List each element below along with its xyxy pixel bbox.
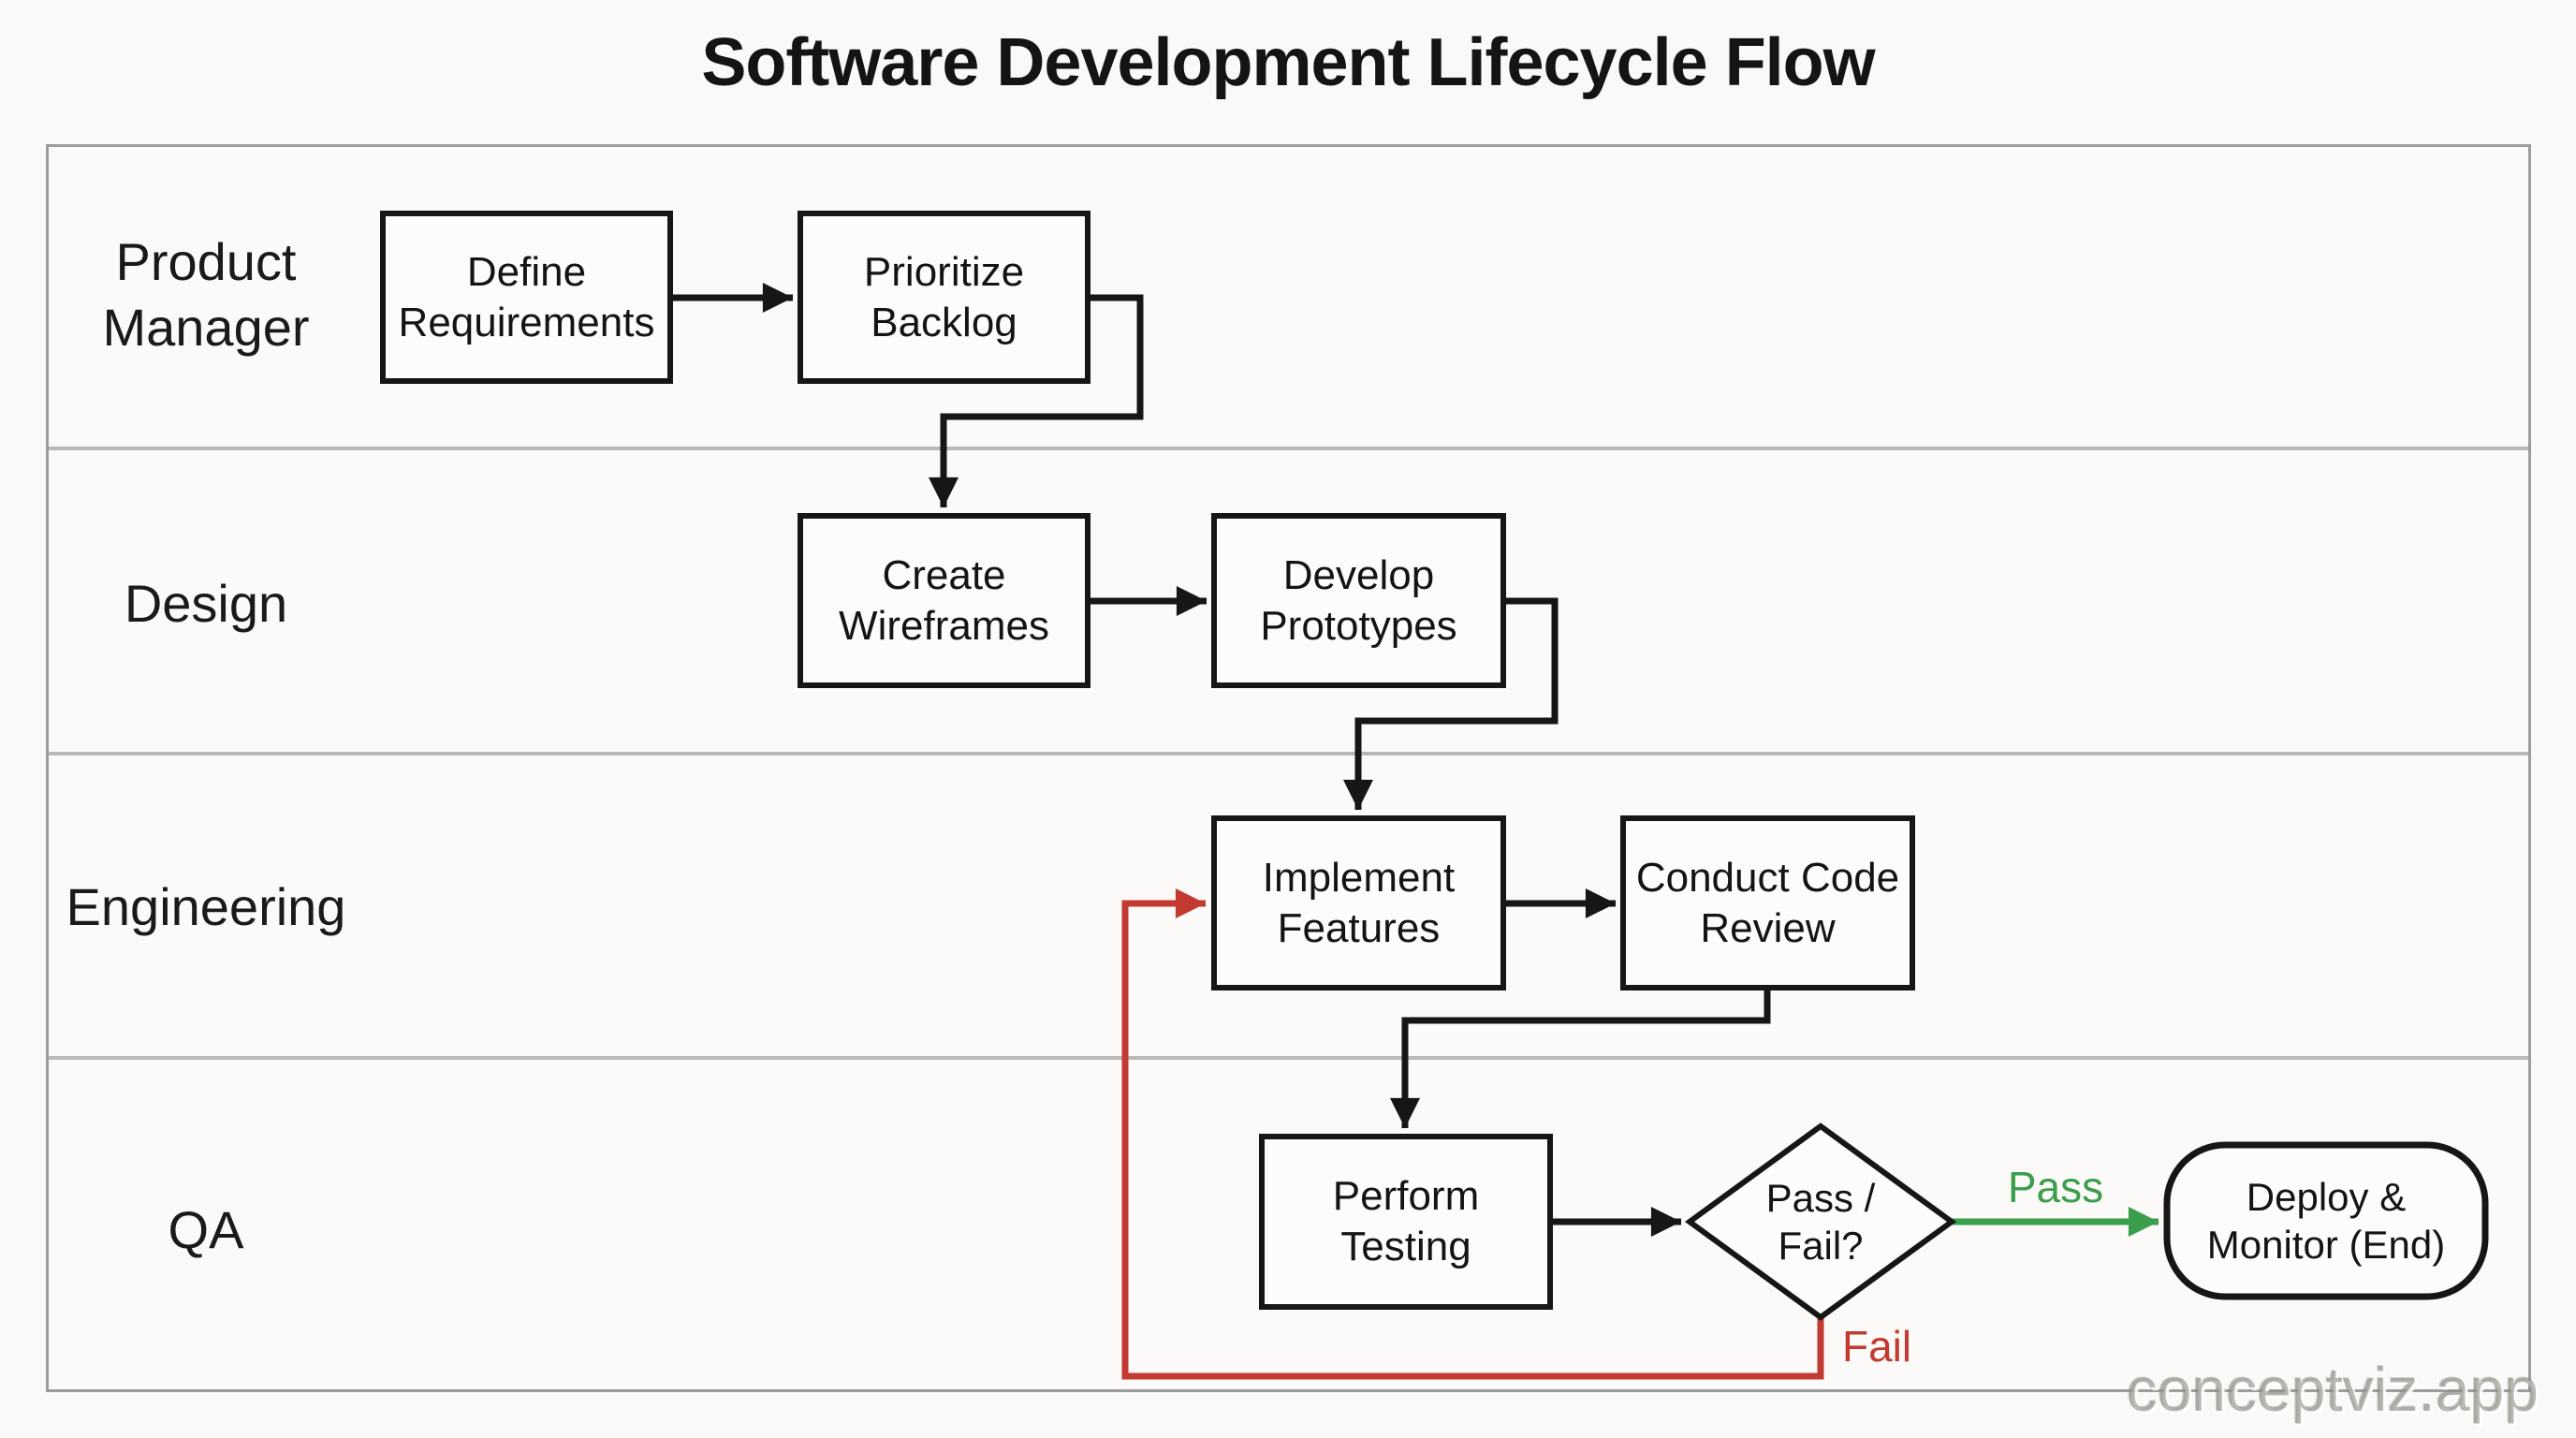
watermark: conceptviz.app — [2126, 1355, 2539, 1424]
node-implement-features-shape — [1211, 815, 1506, 990]
node-pass-fail-decision-label: Pass / Fail? — [1765, 1175, 1876, 1268]
lane-label-qa: QA — [168, 1200, 244, 1259]
node-perform-testing-shape — [1259, 1134, 1553, 1310]
lane-divider-2 — [49, 752, 2528, 756]
node-develop-prototypes-label: Develop Prototypes — [1260, 551, 1457, 649]
node-conduct-code-review-label: Conduct Code Review — [1635, 854, 1900, 951]
edge-label-fail: Fail — [1842, 1322, 1912, 1371]
edge-label-pass: Pass — [2007, 1163, 2104, 1211]
node-perform-testing-label: Perform Testing — [1332, 1173, 1480, 1269]
lane-label-engineering: Engineering — [66, 877, 346, 936]
node-pass-fail-decision-shape — [1684, 1123, 1957, 1321]
node-deploy-monitor-end-shape — [2163, 1141, 2489, 1300]
lane-label-product-manager: Product Manager — [102, 232, 310, 357]
node-deploy-monitor-end-label: Deploy & Monitor (End) — [2206, 1174, 2446, 1267]
edge-prioritize-to-wireframes — [928, 294, 1144, 507]
node-define-requirements-shape — [380, 211, 673, 384]
node-define-requirements-label: Define Requirements — [398, 248, 655, 345]
diagram-title: Software Development Lifecycle Flow — [701, 25, 1875, 100]
edge-fail-loop — [1121, 888, 1824, 1380]
edge-review-to-testing — [1389, 988, 1771, 1128]
node-create-wireframes-label: Create Wireframes — [839, 551, 1049, 649]
node-prioritize-backlog-shape — [798, 211, 1090, 384]
lane-divider-1 — [49, 447, 2528, 450]
node-prioritize-backlog-label: Prioritize Backlog — [863, 248, 1025, 345]
node-conduct-code-review-shape — [1620, 815, 1915, 990]
edge-prototypes-to-implement — [1342, 597, 1559, 810]
node-create-wireframes-shape — [798, 513, 1090, 688]
lane-divider-3 — [49, 1056, 2528, 1060]
lane-label-design: Design — [124, 574, 288, 633]
node-implement-features-label: Implement Features — [1262, 854, 1456, 951]
node-develop-prototypes-shape — [1211, 513, 1506, 688]
